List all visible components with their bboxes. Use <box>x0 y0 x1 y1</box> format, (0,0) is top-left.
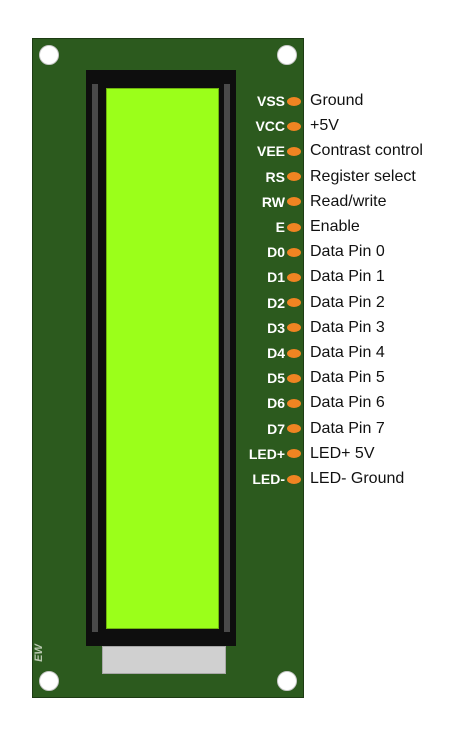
pin-description-3: Contrast control <box>310 142 423 160</box>
pin-label-4: RS <box>265 168 285 185</box>
pin-contact-6 <box>287 222 301 232</box>
pin-contact-12 <box>287 373 301 383</box>
connector-ribbon <box>102 646 226 674</box>
pin-label-8: D1 <box>267 269 285 286</box>
pin-description-1: Ground <box>310 92 364 109</box>
pin-description-13: Data Pin 6 <box>310 394 385 412</box>
pin-contact-3 <box>287 146 301 156</box>
pin-description-8: Data Pin 1 <box>310 268 385 286</box>
pin-contact-8 <box>287 272 301 282</box>
pin-contact-5 <box>287 197 301 207</box>
pin-label-11: D4 <box>267 345 285 361</box>
pin-description-16: LED- Ground <box>310 470 405 487</box>
pin-description-9: Data Pin 2 <box>310 293 385 311</box>
pin-contact-9 <box>287 298 301 308</box>
mounting-hole-bottom-right <box>277 671 297 691</box>
pin-label-14: D7 <box>267 420 285 437</box>
pin-label-2: VCC <box>255 118 285 135</box>
pin-label-12: D5 <box>267 370 285 387</box>
bezel-edge-right <box>224 84 230 632</box>
mounting-hole-bottom-left <box>39 671 59 691</box>
pin-description-4: Register select <box>310 167 416 185</box>
pin-label-3: VEE <box>256 143 285 160</box>
pin-contact-15 <box>287 449 301 459</box>
pin-label-5: RW <box>261 193 285 210</box>
pin-label-10: D3 <box>267 319 285 336</box>
mounting-hole-top-left <box>39 45 59 65</box>
pin-contact-10 <box>287 323 301 333</box>
lcd-screen <box>106 88 219 629</box>
pin-label-6: E <box>275 219 285 235</box>
pin-label-16: LED- <box>252 471 285 487</box>
pin-description-7: Data Pin 0 <box>310 243 385 261</box>
pin-description-10: Data Pin 3 <box>310 318 385 336</box>
pin-description-5: Read/write <box>310 192 387 210</box>
bezel-edge-left <box>92 84 98 632</box>
pin-contact-7 <box>287 247 301 257</box>
pin-contact-13 <box>287 398 301 408</box>
pin-contact-2 <box>287 121 301 131</box>
maker-mark: EW <box>32 644 45 662</box>
pin-contact-4 <box>287 172 301 182</box>
pin-label-7: D0 <box>267 244 285 261</box>
lcd-module-board: EW <box>32 38 304 698</box>
pin-contact-11 <box>287 348 301 358</box>
pin-label-9: D2 <box>267 294 285 311</box>
pin-description-11: Data Pin 4 <box>310 344 385 361</box>
pin-contact-14 <box>287 424 301 434</box>
mounting-hole-top-right <box>277 45 297 65</box>
pin-contact-1 <box>287 96 301 106</box>
lcd-bezel <box>86 70 236 646</box>
pin-description-2: +5V <box>310 117 339 135</box>
pin-description-6: Enable <box>310 218 360 235</box>
pin-label-15: LED+ <box>248 445 285 462</box>
pin-description-14: Data Pin 7 <box>310 419 385 437</box>
pin-label-1: VSS <box>256 93 285 109</box>
pin-description-12: Data Pin 5 <box>310 369 385 387</box>
pin-description-15: LED+ 5V <box>310 444 375 462</box>
pin-contact-16 <box>287 474 301 484</box>
pin-label-13: D6 <box>267 395 285 412</box>
